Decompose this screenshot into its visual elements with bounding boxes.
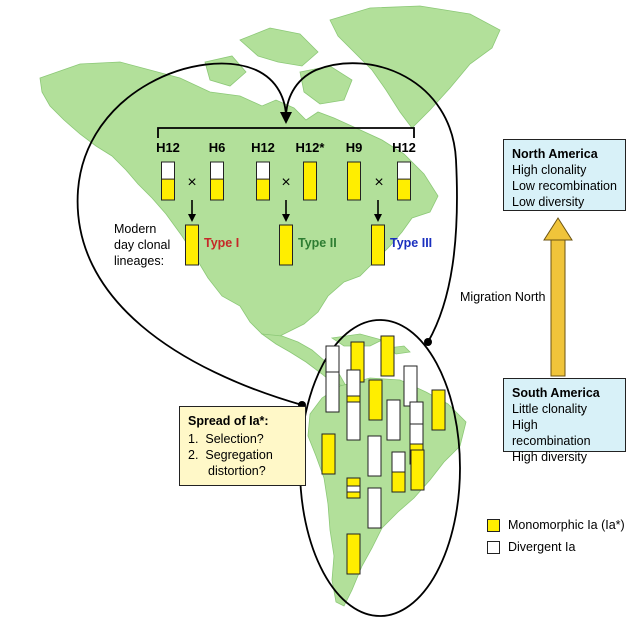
- isolate-bar-divergent: [325, 371, 340, 413]
- clonal-type-bars: Type I Type II Type III: [185, 200, 432, 266]
- modern-label-line-2: day clonal: [114, 238, 170, 252]
- isolate-bar-band: [346, 485, 361, 493]
- greenland-landmass: [329, 5, 501, 129]
- type-label: Type III: [390, 236, 432, 250]
- isolate-bar-band: [346, 477, 361, 487]
- isolate-bar-divergent: [367, 487, 382, 529]
- haplotype-bar-fill: [161, 178, 175, 201]
- legend-item-divergent: Divergent Ia: [487, 540, 625, 554]
- haplotype-label: H12*: [296, 140, 326, 155]
- isolate-bar-band: [346, 491, 361, 499]
- south-america-line: High recombination: [512, 418, 591, 448]
- legend-label: Divergent Ia: [508, 540, 576, 554]
- isolate-bar-divergent: [403, 365, 418, 407]
- isolate-bar-monomorphic: [380, 335, 395, 377]
- lineage-arrow-head: [282, 214, 290, 222]
- legend-swatch-yellow: [487, 518, 500, 532]
- legend: Monomorphic Ia (Ia*) Divergent Ia: [487, 518, 625, 562]
- isolate-bar-divergent: [367, 435, 382, 477]
- migration-north-arrow: [543, 217, 573, 377]
- north-america-title: North America: [512, 147, 598, 161]
- arctic-islands: [299, 65, 353, 105]
- south-america-isolates: [321, 335, 446, 575]
- type-label: Type II: [298, 236, 337, 250]
- haplotype-bar-fill: [303, 161, 317, 201]
- arctic-islands: [204, 55, 247, 87]
- isolate-bar-monomorphic: [431, 389, 446, 431]
- east-loop-curve: [285, 62, 458, 343]
- isolate-bar-mixed-fill: [391, 471, 406, 493]
- modern-label-line-1: Modern: [114, 222, 156, 236]
- lineage-arrow-head: [188, 214, 196, 222]
- haplotype-bar-fill: [347, 161, 361, 201]
- type-label: Type I: [204, 236, 239, 250]
- haplotype-bar-fill: [210, 178, 224, 201]
- spread-title: Spread of Ia*:: [188, 414, 269, 428]
- haplotype-label: H6: [209, 140, 226, 155]
- south-america-title: South America: [512, 386, 600, 400]
- isolate-bar-monomorphic: [410, 449, 425, 491]
- haplotype-label: H12: [392, 140, 416, 155]
- loop-node-east: [424, 338, 432, 346]
- legend-swatch-white: [487, 540, 500, 554]
- south-america-box: South America Little clonality High reco…: [503, 378, 626, 464]
- legend-item-monomorphic: Monomorphic Ia (Ia*): [487, 518, 625, 532]
- type-bar: [185, 224, 199, 266]
- spread-item-2: 2. Segregation: [188, 448, 273, 462]
- haplotype-bracket: [157, 127, 415, 138]
- north-america-landmass: [39, 61, 439, 339]
- north-america-box: North America High clonality Low recombi…: [503, 139, 626, 211]
- arctic-islands: [239, 27, 319, 67]
- isolate-bar-top-band: [346, 395, 361, 403]
- isolate-bar-monomorphic: [321, 433, 336, 475]
- lineage-arrow-head: [374, 214, 382, 222]
- spread-item-1: 1. Selection?: [188, 432, 264, 446]
- cross-symbol: ×: [187, 174, 196, 191]
- north-america-line: High clonality: [512, 163, 587, 177]
- haplotype-label: H9: [346, 140, 363, 155]
- cross-symbols: × × ×: [187, 174, 383, 191]
- modern-label-line-3: lineages:: [114, 254, 164, 268]
- legend-label: Monomorphic Ia (Ia*): [508, 518, 625, 532]
- caribbean-islands: [330, 333, 384, 347]
- west-loop-curve: [76, 62, 303, 406]
- type-bar: [279, 224, 293, 266]
- haplotype-label: H12: [156, 140, 180, 155]
- type-bar: [371, 224, 385, 266]
- isolate-bar-monomorphic: [368, 379, 383, 421]
- cross-symbol: ×: [374, 174, 383, 191]
- north-america-line: Low recombination: [512, 179, 617, 193]
- loop-arrow-head: [280, 112, 292, 124]
- haplotype-label: H12: [251, 140, 275, 155]
- migration-north-label: Migration North: [460, 290, 545, 304]
- isolate-bar-divergent: [386, 399, 401, 441]
- north-america-line: Low diversity: [512, 195, 585, 209]
- cross-symbol: ×: [281, 174, 290, 191]
- spread-box: Spread of Ia*: 1. Selection? 2. Segregat…: [179, 406, 306, 486]
- haplotype-bar-fill: [256, 178, 270, 201]
- haplotype-bar-fill: [397, 178, 411, 201]
- isolate-bar-monomorphic: [346, 533, 361, 575]
- south-america-line: Little clonality: [512, 402, 588, 416]
- haplotype-columns: H12 H6 H12 H12* H9 H12: [156, 140, 416, 201]
- south-america-line: High diversity: [512, 450, 588, 464]
- spread-item-2-cont: distortion?: [208, 464, 266, 478]
- isolate-bar-divergent: [346, 399, 361, 441]
